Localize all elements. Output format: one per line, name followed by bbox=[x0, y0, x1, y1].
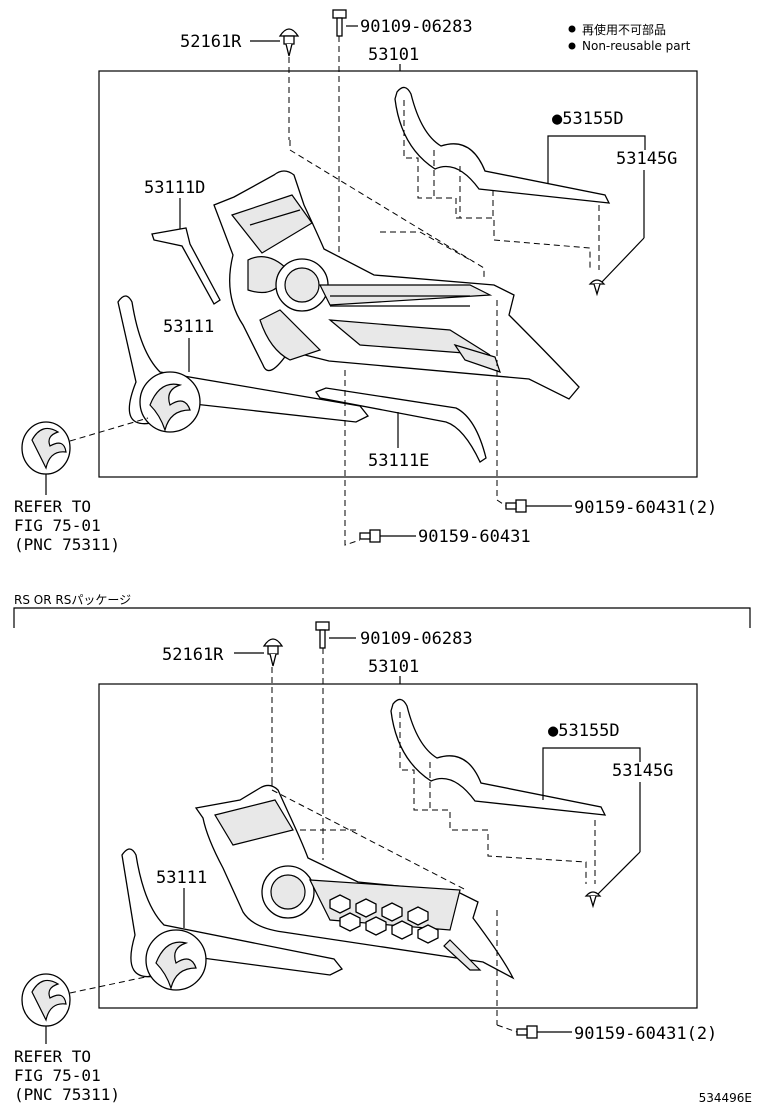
label-52161R: 52161R bbox=[180, 32, 242, 52]
label-53145G-b: 53145G bbox=[612, 761, 673, 781]
top-section: 52161R 90109-06283 53101 ●53155D 53145G bbox=[14, 9, 717, 554]
clip-icon bbox=[278, 28, 300, 57]
refer-line-3-b: (PNC 75311) bbox=[14, 1085, 120, 1104]
label-53155D: ●53155D bbox=[552, 109, 624, 129]
emblem-icon bbox=[21, 973, 71, 1027]
bolt-icon bbox=[516, 1025, 538, 1039]
bullet-icon bbox=[568, 25, 576, 33]
label-53111-b: 53111 bbox=[156, 868, 207, 888]
label-90109-06283: 90109-06283 bbox=[360, 17, 473, 37]
label-53111: 53111 bbox=[163, 317, 214, 337]
label-53155D-b: ●53155D bbox=[548, 721, 620, 741]
screw-icon bbox=[332, 9, 347, 37]
bolt-icon bbox=[359, 529, 381, 543]
emblem-icon bbox=[21, 421, 71, 475]
label-90159-60431: 90159-60431 bbox=[418, 527, 531, 547]
label-53145G: 53145G bbox=[616, 149, 677, 169]
legend-en: Non-reusable part bbox=[582, 39, 691, 53]
label-53111E: 53111E bbox=[368, 451, 429, 471]
diagram-id: 534496E bbox=[699, 1091, 752, 1105]
label-52161R-b: 52161R bbox=[162, 645, 224, 665]
refer-line-1-b: REFER TO bbox=[14, 1047, 91, 1066]
upper-molding-53155D-b bbox=[390, 698, 607, 816]
label-90159-60431-2: 90159-60431(2) bbox=[574, 498, 717, 518]
legend-jp: 再使用不可部品 bbox=[582, 22, 666, 37]
clip-icon bbox=[262, 638, 284, 667]
emblem-surround-53111-b bbox=[121, 848, 344, 991]
label-90159-60431-2-b: 90159-60431(2) bbox=[574, 1024, 717, 1044]
grille-assembly bbox=[213, 170, 580, 400]
screw-icon bbox=[315, 621, 330, 649]
upper-molding-53155D bbox=[394, 86, 611, 204]
label-53101-b: 53101 bbox=[368, 657, 419, 677]
label-53101: 53101 bbox=[368, 45, 419, 65]
section-title: RS OR RSパッケージ bbox=[14, 593, 131, 607]
grille-assembly-rs bbox=[194, 784, 515, 980]
refer-line-1: REFER TO bbox=[14, 497, 91, 516]
lower-molding-53111E bbox=[315, 387, 487, 463]
label-90109-06283-b: 90109-06283 bbox=[360, 629, 473, 649]
refer-line-2-b: FIG 75-01 bbox=[14, 1066, 101, 1085]
side-molding-53111D bbox=[151, 227, 221, 305]
label-53111D: 53111D bbox=[144, 178, 205, 198]
bolt-icon bbox=[505, 499, 527, 513]
clip-icon bbox=[588, 279, 606, 297]
bottom-section: 52161R 90109-06283 53101 ●53155D 53145G bbox=[14, 621, 717, 1104]
clip-icon bbox=[584, 891, 602, 909]
bullet-icon bbox=[568, 42, 576, 50]
section-bracket bbox=[13, 607, 751, 628]
emblem-surround-53111 bbox=[117, 295, 370, 433]
top-frame bbox=[98, 70, 698, 478]
refer-line-2: FIG 75-01 bbox=[14, 516, 101, 535]
refer-line-3: (PNC 75311) bbox=[14, 535, 120, 554]
bottom-frame bbox=[98, 683, 698, 1009]
